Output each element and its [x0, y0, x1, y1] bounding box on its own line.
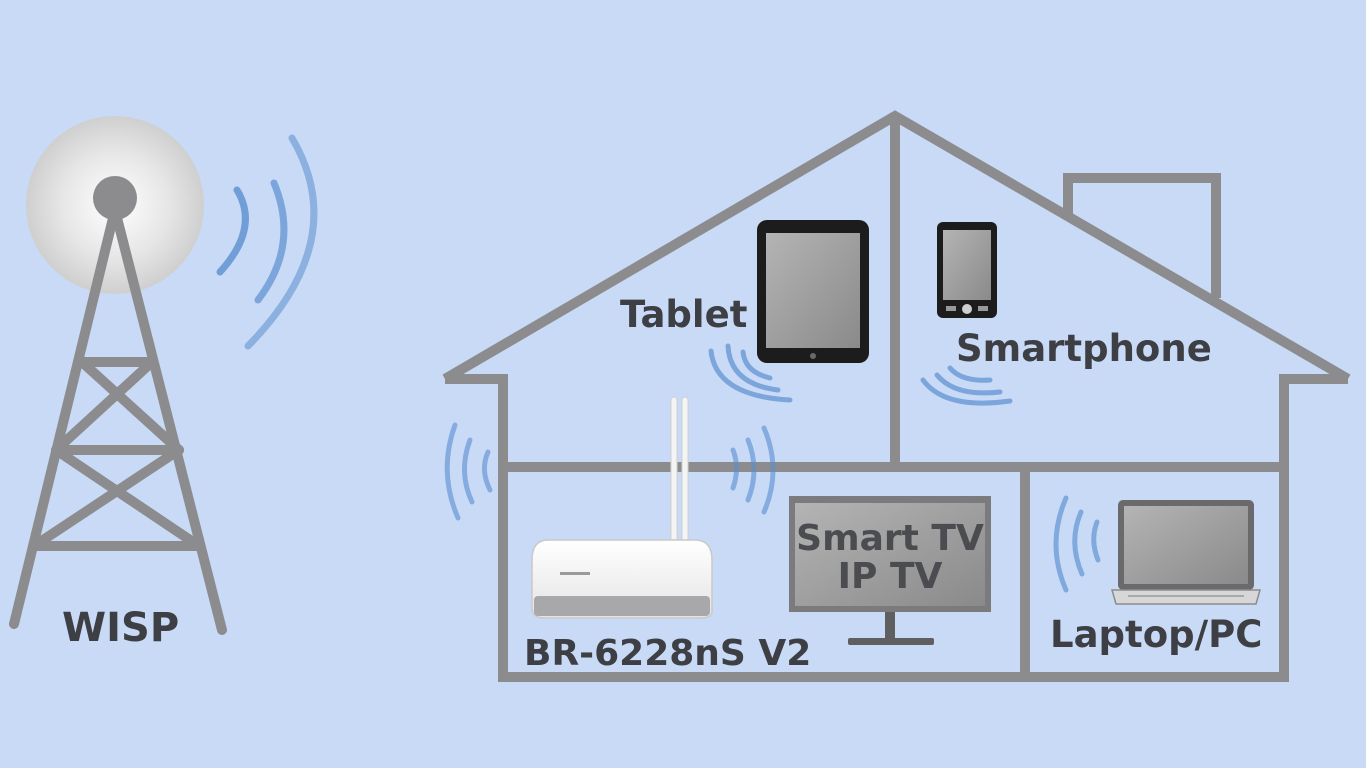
smart-tv-label: Smart TV IP TV: [795, 520, 985, 596]
smart-tv-line-1: Smart TV: [796, 518, 984, 559]
router-label: BR-6228nS V2: [524, 633, 812, 674]
wisp-tower: [9, 116, 227, 635]
laptop-label: Laptop/PC: [1050, 613, 1263, 656]
tower-antenna-head: [93, 176, 137, 220]
wisp-signal-icon: [216, 134, 318, 350]
smartphone-icon: [937, 222, 997, 318]
router-signal-right-icon: [730, 425, 776, 515]
smartphone-signal-icon: [920, 365, 1013, 406]
router-signal-left-icon: [444, 422, 493, 521]
router-icon: [531, 396, 713, 619]
smart-tv-icon: [789, 496, 991, 645]
smartphone-label: Smartphone: [956, 327, 1212, 370]
house-outline: [442, 110, 1351, 682]
laptop-signal-icon: [1053, 495, 1101, 593]
tablet-icon: [757, 220, 869, 363]
smart-tv-line-2: IP TV: [837, 555, 943, 597]
tablet-label: Tablet: [620, 293, 748, 336]
tablet-signal-icon: [708, 343, 793, 403]
laptop-icon: [1111, 500, 1261, 605]
wisp-label: WISP: [62, 605, 180, 651]
